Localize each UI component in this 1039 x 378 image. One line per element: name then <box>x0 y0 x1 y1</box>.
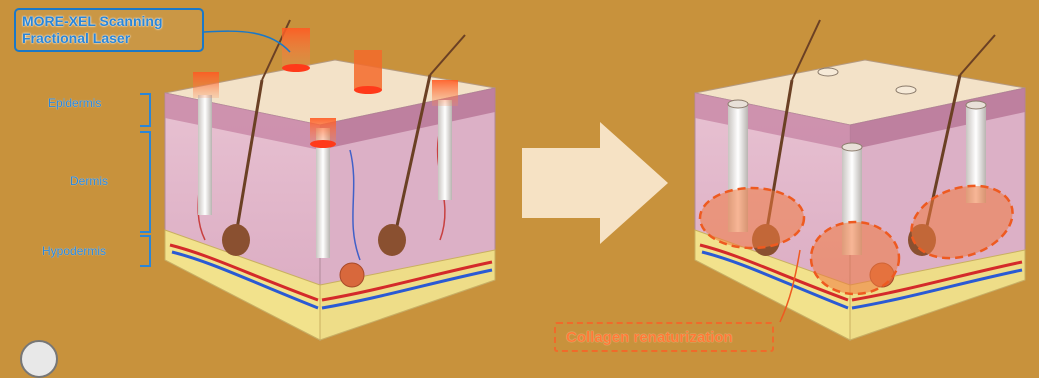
laser-beam-icon <box>193 72 219 98</box>
laser-label: MORE-XEL Scanning Fractional Laser <box>14 8 204 52</box>
laser-beam-icon <box>282 28 310 72</box>
laser-beam-icon <box>310 118 336 148</box>
hypodermis-label: Hypodermis <box>42 244 106 258</box>
skin-diagram <box>0 0 1039 367</box>
skin-block-before <box>140 20 495 340</box>
laser-beam-icon <box>354 50 382 94</box>
laser-beam-icon <box>432 80 458 106</box>
laser-label-line2: Fractional Laser <box>22 30 202 47</box>
epidermis-label: Epidermis <box>48 96 101 110</box>
skin-block-after <box>695 20 1025 340</box>
laser-label-line1: MORE-XEL Scanning <box>22 13 202 30</box>
collagen-label: Collagen renaturization <box>554 322 774 352</box>
logo-icon <box>20 340 58 378</box>
arrow-right-icon <box>522 122 668 244</box>
dermis-label: Dermis <box>70 174 108 188</box>
